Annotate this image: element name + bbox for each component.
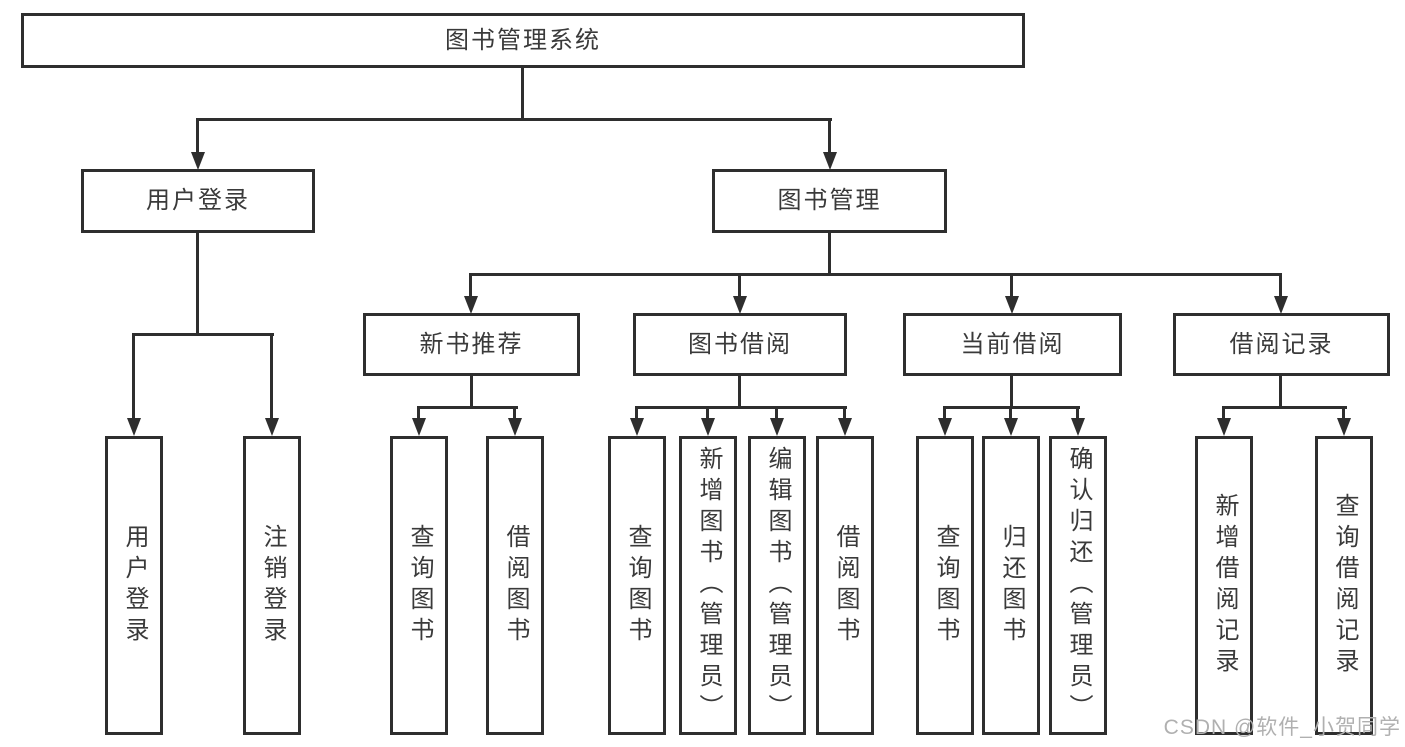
leaf-label: 查询图书 <box>624 523 651 648</box>
leaf-label: 借阅图书 <box>832 523 859 648</box>
arrow-down-icon <box>127 418 141 436</box>
leaf-label: 查询图书 <box>932 523 959 648</box>
arrow-down-icon <box>938 418 952 436</box>
leaf-label: 借阅图书 <box>502 523 529 648</box>
connector-vline <box>828 233 831 276</box>
connector-vline <box>513 406 516 419</box>
connector-vline <box>470 376 473 409</box>
connector-vline <box>1342 406 1345 419</box>
leaf-current-return-books: 归还图书 <box>982 436 1040 735</box>
node-new-book-recommend: 新书推荐 <box>363 313 580 376</box>
connector-hline <box>417 406 518 409</box>
node-book-management: 图书管理 <box>712 169 947 233</box>
node-borrowing-records: 借阅记录 <box>1173 313 1390 376</box>
arrow-down-icon <box>191 152 205 170</box>
connector-vline <box>196 118 199 154</box>
node-label: 用户登录 <box>146 187 250 214</box>
arrow-down-icon <box>1004 418 1018 436</box>
arrow-down-icon <box>701 418 715 436</box>
connector-vline <box>943 406 946 419</box>
connector-hline <box>132 333 274 336</box>
node-label: 当前借阅 <box>960 330 1065 358</box>
connector-vline <box>738 376 741 409</box>
leaf-label: 注销登录 <box>259 523 286 648</box>
leaf-logout-login: 注销登录 <box>243 436 301 735</box>
arrow-down-icon <box>1071 418 1085 436</box>
connector-vline <box>1010 376 1013 409</box>
connector-vline <box>469 273 472 298</box>
connector-vline <box>1222 406 1225 419</box>
node-label: 图书管理系统 <box>445 26 601 54</box>
leaf-label: 新增借阅记录 <box>1211 492 1238 679</box>
leaf-recommend-query-books: 查询图书 <box>390 436 448 735</box>
node-label: 图书管理 <box>777 187 882 214</box>
leaf-label: 确认归还（管理员） <box>1065 446 1092 725</box>
node-user-login: 用户登录 <box>81 169 315 233</box>
connector-vline <box>706 406 709 419</box>
arrow-down-icon <box>508 418 522 436</box>
connector-vline <box>843 406 846 419</box>
leaf-borrowing-add-books-admin: 新增图书（管理员） <box>679 436 737 735</box>
connector-hline <box>196 118 832 121</box>
arrow-down-icon <box>733 296 747 314</box>
leaf-label: 查询图书 <box>406 523 433 648</box>
arrow-down-icon <box>823 152 837 170</box>
node-book-borrowing: 图书借阅 <box>633 313 847 376</box>
connector-vline <box>1279 273 1282 298</box>
connector-vline <box>132 333 135 418</box>
arrow-down-icon <box>770 418 784 436</box>
node-label: 图书借阅 <box>688 330 792 358</box>
node-library-management-system: 图书管理系统 <box>21 13 1025 68</box>
leaf-label: 用户登录 <box>121 523 148 648</box>
arrow-down-icon <box>464 296 478 314</box>
leaf-label: 归还图书 <box>998 523 1025 648</box>
leaf-label: 编辑图书（管理员） <box>764 446 791 725</box>
leaf-user-login: 用户登录 <box>105 436 163 735</box>
connector-vline <box>1279 376 1282 409</box>
connector-vline <box>196 233 199 336</box>
connector-vline <box>738 273 741 298</box>
connector-vline <box>417 406 420 419</box>
connector-vline <box>1010 273 1013 298</box>
node-current-borrowing: 当前借阅 <box>903 313 1122 376</box>
arrow-down-icon <box>1337 418 1351 436</box>
leaf-recommend-borrow-books: 借阅图书 <box>486 436 544 735</box>
arrow-down-icon <box>630 418 644 436</box>
node-label: 借阅记录 <box>1229 330 1334 358</box>
leaf-records-query-record: 查询借阅记录 <box>1315 436 1373 735</box>
connector-hline <box>635 406 847 409</box>
connector-vline <box>828 118 831 154</box>
leaf-borrowing-edit-books-admin: 编辑图书（管理员） <box>748 436 806 735</box>
connector-vline <box>1076 406 1079 419</box>
leaf-current-query-books: 查询图书 <box>916 436 974 735</box>
connector-vline <box>775 406 778 419</box>
leaf-borrowing-borrow-books: 借阅图书 <box>816 436 874 735</box>
arrow-down-icon <box>1217 418 1231 436</box>
connector-vline <box>635 406 638 419</box>
watermark-text: CSDN @软件_小贺同学 <box>1163 716 1401 739</box>
arrow-down-icon <box>838 418 852 436</box>
connector-vline <box>270 333 273 418</box>
leaf-borrowing-query-books: 查询图书 <box>608 436 666 735</box>
connector-vline <box>1009 406 1012 419</box>
arrow-down-icon <box>1274 296 1288 314</box>
arrow-down-icon <box>265 418 279 436</box>
connector-hline <box>1222 406 1347 409</box>
leaf-current-confirm-return-admin: 确认归还（管理员） <box>1049 436 1107 735</box>
arrow-down-icon <box>1005 296 1019 314</box>
connector-vline <box>521 68 524 119</box>
leaf-label: 查询借阅记录 <box>1331 492 1358 679</box>
node-label: 新书推荐 <box>419 330 524 358</box>
arrow-down-icon <box>412 418 426 436</box>
leaf-label: 新增图书（管理员） <box>695 446 722 725</box>
leaf-records-add-record: 新增借阅记录 <box>1195 436 1253 735</box>
connector-hline <box>469 273 1282 276</box>
